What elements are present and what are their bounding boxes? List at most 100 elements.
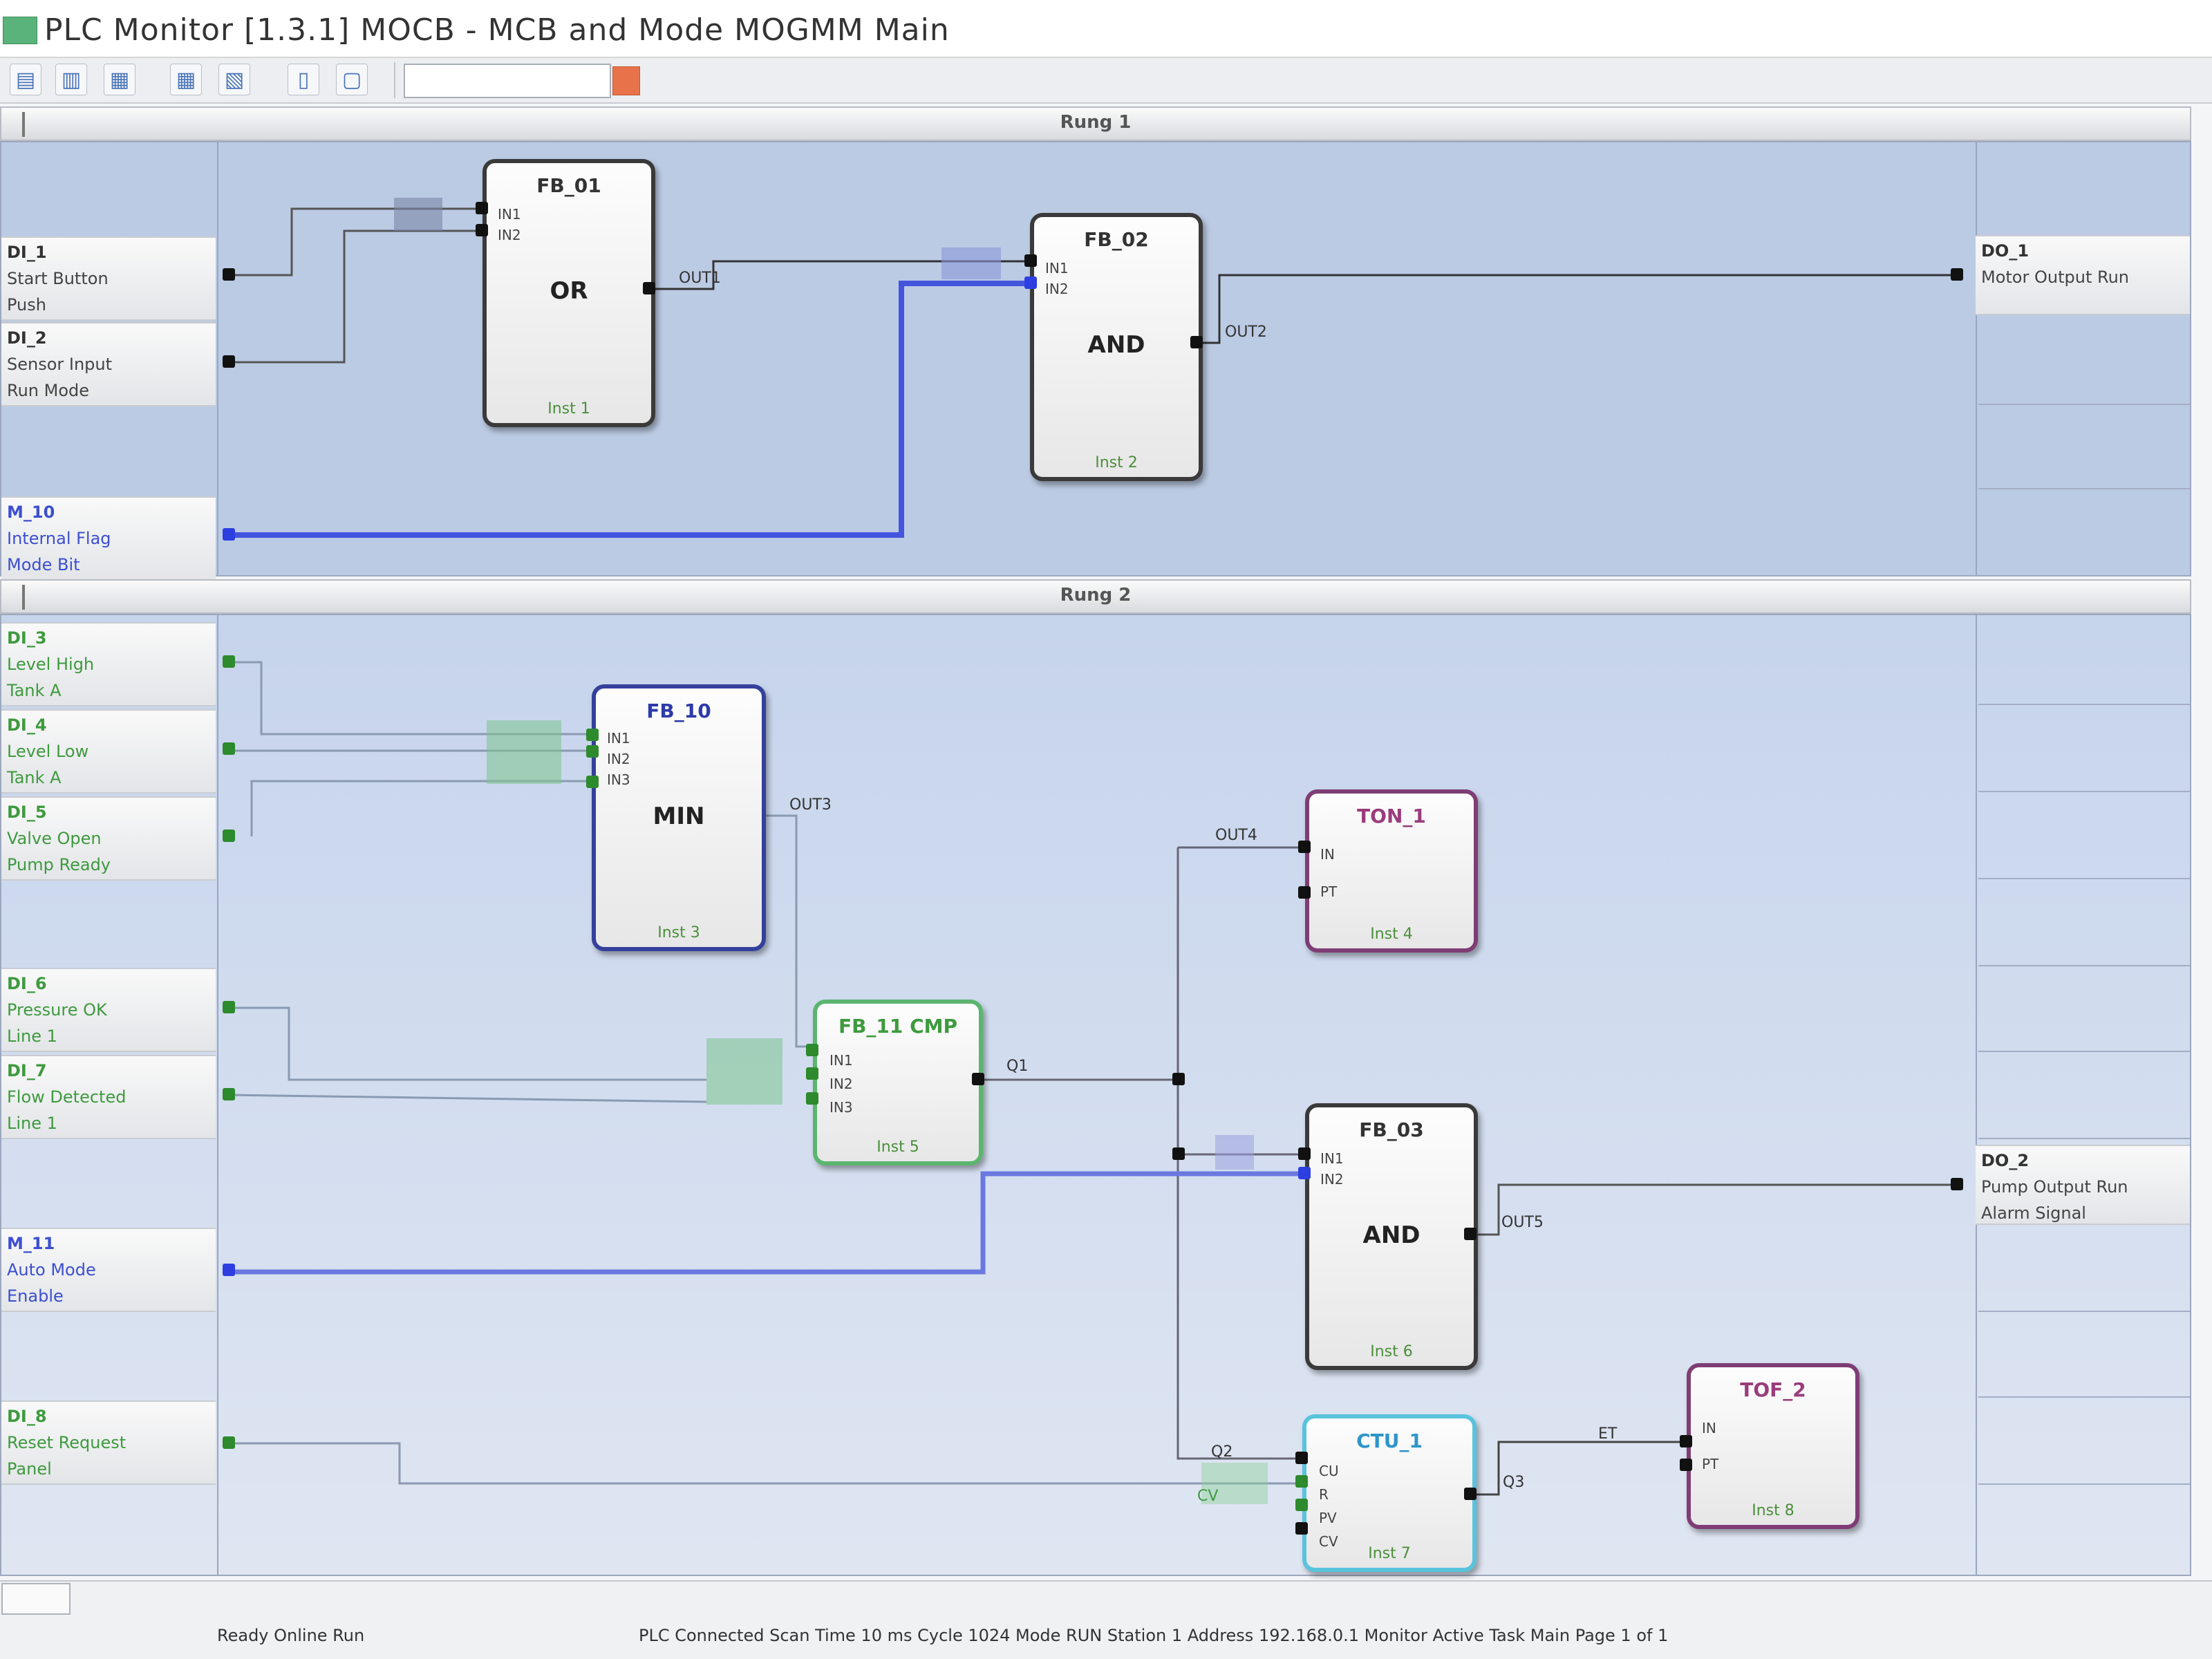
- output-slot: [1978, 1483, 2190, 1485]
- tag-desc: Flow Detected: [7, 1087, 126, 1107]
- connector-pin[interactable]: [223, 1088, 235, 1100]
- connector-pin[interactable]: [1680, 1459, 1692, 1471]
- function-block[interactable]: CTU_1 CU R PV CV Inst 7: [1302, 1414, 1477, 1572]
- status-left: Ready Online Run: [217, 1626, 365, 1645]
- connector-pin[interactable]: [1464, 1228, 1477, 1240]
- pin-label: CU: [1319, 1463, 1339, 1479]
- save-icon[interactable]: ▥: [55, 64, 87, 95]
- output-tag[interactable]: DO_2 Pump Output Run Alarm Signal: [1976, 1145, 2190, 1225]
- function-block[interactable]: FB_01 IN1 IN2 OR Inst 1: [482, 159, 655, 427]
- input-tag[interactable]: DI_6 Pressure OK Line 1: [1, 968, 216, 1052]
- search-input[interactable]: [404, 64, 611, 98]
- tag-desc: Valve Open: [7, 829, 102, 848]
- connector-pin[interactable]: [1951, 1178, 1963, 1190]
- pin-label: IN: [1702, 1420, 1716, 1436]
- connector-pin[interactable]: [586, 729, 599, 741]
- layout-icon[interactable]: ▧: [218, 64, 250, 95]
- rung-header-2[interactable]: Rung 2: [0, 579, 2191, 614]
- search-go-button[interactable]: [612, 66, 640, 95]
- connector-pin[interactable]: [806, 1092, 818, 1105]
- function-block[interactable]: FB_10 IN1 IN2 IN3 MIN Inst 3: [592, 684, 766, 951]
- rung-header-label: Rung 1: [1060, 112, 1132, 133]
- connector-pin[interactable]: [223, 268, 235, 281]
- tag-desc: Level High: [7, 655, 95, 674]
- connector-pin[interactable]: [476, 202, 488, 214]
- connector-pin[interactable]: [1951, 268, 1963, 281]
- tag-desc: Tank A: [7, 768, 62, 787]
- wire-label: OUT5: [1501, 1214, 1544, 1231]
- wire-label: OUT4: [1215, 827, 1257, 844]
- input-tag[interactable]: M_11 Auto Mode Enable: [1, 1228, 216, 1312]
- connector-pin[interactable]: [1680, 1435, 1692, 1447]
- pin-label: IN2: [1045, 281, 1069, 297]
- status-tab[interactable]: [1, 1583, 71, 1615]
- function-block[interactable]: FB_02 IN1 IN2 AND Inst 2: [1030, 213, 1203, 481]
- input-tag[interactable]: DI_8 Reset Request Panel: [1, 1400, 216, 1485]
- connector-pin[interactable]: [223, 355, 235, 368]
- book-icon[interactable]: ▯: [288, 64, 319, 95]
- connector-pin[interactable]: [223, 742, 235, 755]
- tag-desc: Line 1: [7, 1027, 57, 1046]
- page-icon[interactable]: ▢: [336, 64, 368, 95]
- connector-pin[interactable]: [1295, 1522, 1308, 1535]
- connector-pin[interactable]: [1024, 254, 1037, 267]
- connector-pin[interactable]: [1298, 886, 1311, 899]
- connector-pin[interactable]: [586, 776, 599, 788]
- function-block[interactable]: FB_11 CMP IN1 IN2 IN3 Inst 5: [813, 1000, 983, 1165]
- connector-pin[interactable]: [806, 1067, 818, 1080]
- connector-pin[interactable]: [1298, 1167, 1311, 1179]
- connector-pin[interactable]: [223, 830, 235, 842]
- connector-pin[interactable]: [1295, 1499, 1308, 1511]
- grid-icon[interactable]: ▦: [170, 64, 202, 95]
- tag-desc: Auto Mode: [7, 1260, 96, 1280]
- rung-2: DI_3 Level High Tank A DI_4 Level Low Ta…: [0, 614, 2191, 1576]
- output-tag[interactable]: DO_1 Motor Output Run: [1976, 235, 2190, 315]
- function-block[interactable]: TON_1 IN PT Inst 4: [1305, 789, 1478, 953]
- block-instance: Inst 5: [877, 1138, 919, 1156]
- tag-desc: Line 1: [7, 1114, 57, 1133]
- pin-label: PT: [1320, 883, 1338, 900]
- input-tag[interactable]: DI_2 Sensor Input Run Mode: [1, 322, 216, 406]
- tag-name: DI_8: [7, 1407, 47, 1426]
- input-tag[interactable]: DI_7 Flow Detected Line 1: [1, 1055, 216, 1139]
- input-tag[interactable]: DI_5 Valve Open Pump Ready: [1, 796, 216, 881]
- connector-pin[interactable]: [806, 1044, 818, 1056]
- open-icon[interactable]: ▤: [10, 64, 41, 95]
- rung-header-1[interactable]: Rung 1: [0, 106, 2191, 141]
- pin-label: CV: [1319, 1533, 1338, 1550]
- function-block[interactable]: TOF_2 IN PT Inst 8: [1687, 1363, 1859, 1529]
- connector-pin[interactable]: [223, 1001, 235, 1013]
- connector-pin[interactable]: [223, 528, 235, 541]
- connector-pin[interactable]: [1190, 336, 1203, 348]
- input-tag[interactable]: DI_1 Start Button Push: [1, 236, 216, 321]
- connector-pin[interactable]: [643, 282, 655, 294]
- tag-desc: Pressure OK: [7, 1000, 107, 1020]
- connector-pin[interactable]: [1298, 841, 1311, 853]
- input-tag[interactable]: DI_4 Level Low Tank A: [1, 709, 216, 794]
- connector-pin[interactable]: [476, 224, 488, 236]
- block-type: FB_10: [646, 700, 711, 722]
- input-tag[interactable]: M_10 Internal Flag Mode Bit: [1, 496, 216, 581]
- wire-label: OUT2: [1225, 324, 1267, 341]
- connector-pin[interactable]: [972, 1073, 984, 1085]
- tag-name: DO_1: [1981, 241, 2030, 261]
- input-tag[interactable]: DI_3 Level High Tank A: [1, 622, 216, 706]
- connector-pin[interactable]: [1464, 1488, 1477, 1500]
- block-instance: Inst 6: [1370, 1343, 1413, 1360]
- connector-pin[interactable]: [586, 745, 599, 758]
- connector-pin[interactable]: [223, 1436, 235, 1449]
- pin-label: IN2: [498, 227, 521, 243]
- connector-pin[interactable]: [223, 655, 235, 668]
- connector-pin[interactable]: [1295, 1452, 1308, 1464]
- connector-pin[interactable]: [223, 1264, 235, 1276]
- pin-label: IN2: [830, 1076, 853, 1092]
- block-operator: AND: [1362, 1221, 1421, 1249]
- rung-header-label: Rung 2: [1060, 585, 1132, 606]
- connector-pin[interactable]: [1295, 1475, 1308, 1488]
- function-block[interactable]: FB_03 IN1 IN2 AND Inst 6: [1305, 1103, 1478, 1370]
- tag-name: DI_4: [7, 715, 47, 735]
- print-icon[interactable]: ▦: [104, 64, 135, 95]
- tag-desc: Pump Output Run: [1981, 1177, 2128, 1197]
- connector-pin[interactable]: [1024, 276, 1037, 289]
- connector-pin[interactable]: [1298, 1147, 1311, 1160]
